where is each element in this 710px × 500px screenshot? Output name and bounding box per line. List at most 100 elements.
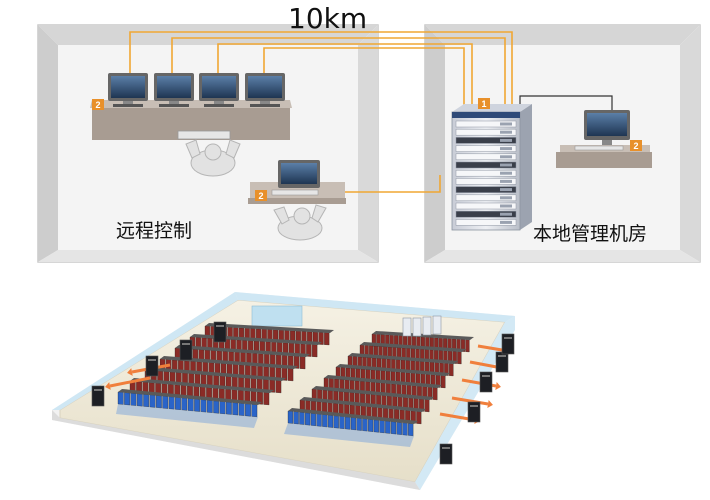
ups-cabinets — [402, 315, 442, 337]
rack-cabinet — [238, 403, 245, 416]
rack-slot-led — [500, 122, 512, 126]
rack-cabinet — [287, 410, 294, 424]
rack-units — [455, 120, 517, 226]
rack-cabinet — [181, 397, 188, 411]
rack-top — [336, 364, 450, 376]
single-console-desk — [248, 160, 346, 241]
rack-cabinet — [312, 344, 318, 358]
rack-cabinet — [143, 394, 150, 408]
rack-slot-led — [500, 163, 512, 167]
keyboard-icon — [177, 130, 231, 140]
rack-cabinet — [194, 398, 200, 412]
rack-slot — [455, 169, 517, 177]
cooling-unit-vent — [470, 405, 478, 407]
rack-top — [300, 397, 426, 412]
rack-cabinet — [226, 401, 232, 415]
rack-cabinet — [440, 375, 446, 389]
badge-console-desk: 2 — [255, 190, 267, 201]
rack-slot — [455, 202, 517, 210]
rack-cabinet — [452, 351, 457, 364]
rack-cabinet — [345, 416, 351, 430]
rack-top — [288, 408, 418, 424]
rack-slot — [455, 178, 517, 185]
rack-cabinet — [156, 395, 162, 409]
rack-cabinet — [299, 356, 306, 370]
rack-slot-led — [500, 196, 512, 200]
rack-cabinet — [149, 394, 156, 408]
rack-cabinet — [390, 421, 397, 435]
rack-cabinet — [327, 414, 334, 428]
rack-cabinet — [275, 380, 282, 394]
rack-cabinet — [465, 339, 470, 353]
cooling-unit-vent — [498, 355, 506, 357]
rack-cabinet — [402, 422, 408, 436]
rack-slot-led — [500, 212, 512, 216]
arrow-head — [495, 382, 501, 390]
rack-slot-led — [500, 138, 512, 142]
rack-slot — [455, 120, 517, 128]
rack-slot — [455, 186, 517, 193]
rack-cabinet — [117, 391, 124, 405]
rack-slot-led — [500, 147, 512, 151]
rack-slot — [455, 137, 517, 144]
rack-cabinet — [460, 339, 466, 352]
monitor-3 — [199, 73, 239, 107]
cooling-unit-vent — [94, 389, 102, 391]
remote-control-room — [37, 24, 379, 263]
rack-top — [175, 345, 310, 357]
rack-cabinet — [287, 368, 294, 382]
rack-cabinet — [322, 414, 328, 428]
rack-cabinet — [339, 416, 345, 429]
remote-control-label: 远程控制 — [116, 220, 193, 242]
rack-cabinet — [324, 332, 330, 346]
cooling-units — [91, 321, 515, 465]
svg-text:2: 2 — [633, 141, 638, 151]
rack-top — [205, 323, 334, 333]
rack-cabinet — [245, 403, 251, 417]
rack-top — [360, 342, 466, 352]
rack-cabinet — [206, 400, 213, 413]
badge-remote-desk: 2 — [92, 99, 104, 110]
rack-slot — [455, 153, 517, 161]
cooling-unit-vent — [148, 359, 156, 361]
rack-cabinet — [408, 423, 414, 437]
badge-local-console: 2 — [630, 140, 642, 151]
svg-text:1: 1 — [481, 99, 486, 109]
rack-slot — [455, 128, 517, 136]
rack-cabinet — [130, 393, 137, 406]
rack-cabinet — [310, 413, 316, 427]
rack-top — [118, 389, 262, 405]
rack-slot — [455, 194, 517, 202]
multi-monitor-workstation — [90, 73, 292, 177]
cooling-unit-vent — [442, 447, 450, 449]
rack-cabinet — [318, 332, 324, 345]
arrow-head — [487, 400, 493, 408]
badge-server-rack: 1 — [478, 98, 490, 109]
cooling-unit-vent — [182, 343, 190, 345]
rack-slot-led — [500, 220, 512, 224]
rack-cabinet — [175, 397, 181, 410]
operator-figure-2 — [273, 204, 327, 241]
rack-cabinet — [263, 392, 270, 406]
rack-cabinet — [416, 411, 422, 425]
svg-text:2: 2 — [258, 191, 263, 201]
arrow-shaft — [109, 376, 151, 388]
rack-cabinet — [293, 411, 299, 425]
blue-aisle-right — [284, 423, 414, 447]
rack-cabinet — [232, 402, 239, 416]
svg-text:2: 2 — [95, 100, 100, 110]
rack-slot-led — [500, 188, 512, 192]
monitor-1 — [108, 73, 148, 107]
rack-cabinet — [257, 391, 263, 405]
rack-top — [312, 386, 434, 400]
rack-cabinet — [305, 412, 311, 426]
rack-cabinet — [187, 398, 194, 412]
rack-cabinet — [350, 417, 357, 431]
rack-cabinet — [333, 415, 339, 429]
rack-cabinet — [373, 419, 379, 433]
rack-cabinet — [168, 396, 175, 410]
rack-slot-led — [500, 155, 512, 159]
local-console-desk — [556, 110, 652, 168]
rack-cabinet — [299, 412, 305, 425]
arrow-head — [127, 368, 133, 376]
